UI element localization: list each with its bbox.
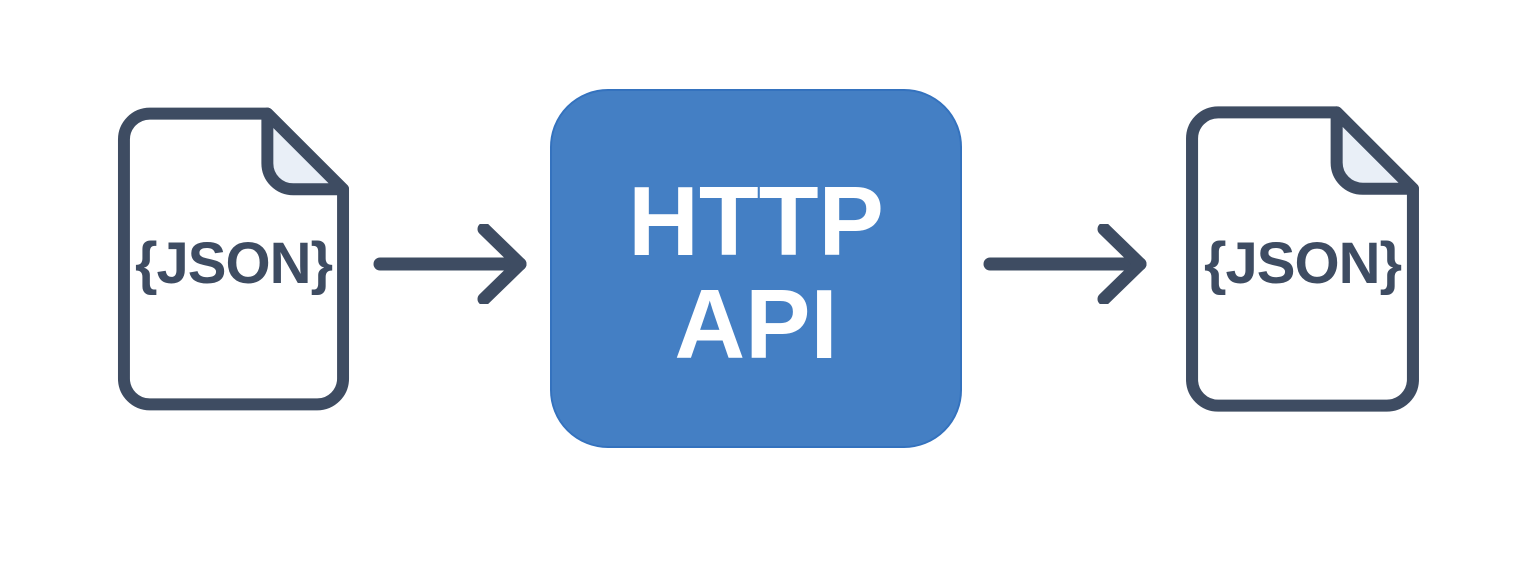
json-input-file: {JSON} [112, 101, 355, 417]
folded-corner-icon [261, 107, 350, 196]
file-document-icon [117, 107, 350, 411]
file-document-icon [1186, 106, 1419, 412]
arrow-head [477, 224, 527, 304]
http-api-box: HTTP API [550, 89, 962, 448]
arrow-head [1097, 224, 1147, 304]
api-box-line1: HTTP [628, 165, 884, 276]
json-output-label: {JSON} [1203, 230, 1402, 296]
arrow-right-icon [983, 224, 1147, 304]
folded-corner-icon [1330, 106, 1419, 195]
api-box-line2: API [674, 268, 838, 379]
arrow-right-icon [373, 224, 527, 304]
json-output-file: {JSON} [1180, 100, 1425, 418]
json-input-label: {JSON} [134, 230, 333, 296]
